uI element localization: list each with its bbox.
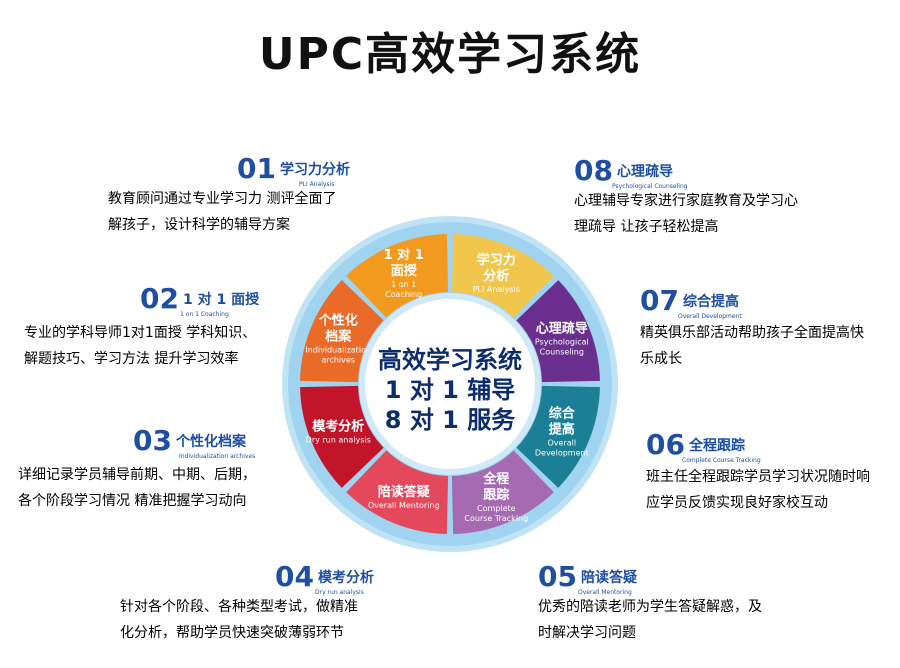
annotation-07-desc: 精英俱乐部活动帮助孩子全面提高快 乐成长: [640, 320, 864, 372]
desc-line: 解孩子，设计科学的辅导方案: [108, 217, 290, 233]
desc-line: 时解决学习问题: [538, 625, 636, 641]
wheel-segment-label: 1 对 1: [384, 247, 424, 263]
wheel-segment-06: [451, 450, 554, 534]
wheel-segment-01: [451, 234, 554, 318]
center-circle: [359, 293, 541, 475]
wheel-segment-label: Psychological: [535, 338, 589, 347]
annotation-number: 06: [646, 428, 685, 461]
wheel-segment-label: 面授: [391, 263, 418, 279]
wheel-segment-label: Coaching: [385, 290, 422, 299]
desc-line: 专业的学科导师1对1面授 学科知识、: [24, 325, 257, 341]
annotation-06-desc: 班主任全程跟踪学员学习状况随时响 应学员反馈实现良好家校互动: [646, 464, 870, 516]
wheel-segment-08: [516, 280, 600, 383]
wheel-segment-label: 全程: [482, 471, 509, 487]
annotation-subtitle: Dry run analysis: [315, 589, 364, 596]
annotation-02-desc: 专业的学科导师1对1面授 学科知识、 解题技巧、学习方法 提升学习效率: [24, 320, 256, 372]
annotation-subtitle: 1 on 1 Coaching: [180, 311, 229, 318]
desc-line: 精英俱乐部活动帮助孩子全面提高快: [640, 325, 864, 341]
wheel-segment-label: 模考分析: [312, 418, 364, 434]
desc-line: 理疏导 让孩子轻松提高: [574, 219, 719, 235]
annotation-title: 心理疏导: [616, 163, 673, 180]
annotation-number: 08: [574, 154, 613, 187]
annotation-05-desc: 优秀的陪读老师为学生答疑解惑，及 时解决学习问题: [538, 594, 762, 646]
wheel-segment-05: [346, 450, 449, 534]
wheel-segment-label: 分析: [483, 268, 509, 284]
wheel-segment-label: Individualization: [305, 346, 371, 355]
center-line-2: 1 对 1 辅导: [385, 376, 515, 404]
annotation-subtitle: Psychological Counseling: [612, 183, 688, 190]
wheel-segment-label: Development: [535, 448, 589, 457]
desc-line: 详细记录学员辅导前期、中期、后期，: [18, 467, 256, 483]
desc-line: 化分析，帮助学员快速突破薄弱环节: [120, 625, 344, 641]
wheel-segment-label: PLI Analysis: [473, 285, 520, 294]
wheel-segment-label: Overall: [547, 438, 576, 447]
wheel-segment-label: 综合: [549, 405, 576, 421]
annotation-title: 1 对 1 面授: [182, 291, 260, 308]
desc-line: 针对各个阶段、各种类型考试，做精准: [120, 599, 358, 615]
desc-line: 各个阶段学习情况 精准把握学习动向: [18, 493, 247, 509]
wheel-segment-label: 提高: [549, 421, 575, 437]
annotation-subtitle: Complete Course Tracking: [682, 457, 761, 464]
wheel-segment-label: 陪读答疑: [378, 484, 430, 500]
center-line-1: 高效学习系统: [378, 346, 522, 374]
annotation-04-desc: 针对各个阶段、各种类型考试，做精准 化分析，帮助学员快速突破薄弱环节: [120, 594, 358, 646]
wheel-segment-label: 1 on 1: [391, 280, 416, 289]
annotation-title: 个性化档案: [175, 433, 246, 450]
wheel-segment-label: Complete: [477, 504, 516, 513]
desc-line: 心理辅导专家进行家庭教育及学习心: [574, 193, 798, 209]
annotation-subtitle: Overall Development: [678, 313, 742, 320]
center-line-3: 8 对 1 服务: [385, 406, 516, 434]
wheel-segment-label: Course Tracking: [464, 514, 528, 523]
annotation-title: 陪读答疑: [580, 569, 637, 586]
desc-line: 应学员反馈实现良好家校互动: [646, 495, 828, 511]
wheel-segment-04: [300, 385, 384, 488]
annotation-number: 04: [275, 560, 314, 593]
desc-line: 教育顾问通过专业学习力 测评全面了: [108, 191, 337, 207]
wheel-segment-label: 心理疏导: [536, 321, 588, 337]
annotation-number: 07: [640, 284, 679, 317]
annotation-title: 模考分析: [317, 569, 374, 586]
annotation-title: 综合提高: [682, 293, 739, 310]
annotation-number: 01: [237, 152, 276, 185]
wheel-segment-label: 学习力: [477, 252, 516, 268]
annotation-number: 05: [538, 560, 577, 593]
annotation-subtitle: Individualization archives: [179, 453, 256, 460]
wheel-segment-03: [300, 280, 384, 383]
annotation-subtitle: PLI Analysis: [299, 181, 335, 188]
wheel-segment-02: [346, 234, 449, 318]
wheel-segment-label: Dry run analysis: [306, 435, 371, 444]
annotation-08-desc: 心理辅导专家进行家庭教育及学习心 理疏导 让孩子轻松提高: [574, 188, 798, 240]
annotation-title: 全程跟踪: [688, 437, 745, 454]
annotation-number: 02: [140, 282, 179, 315]
annotation-01-desc: 教育顾问通过专业学习力 测评全面了 解孩子，设计科学的辅导方案: [108, 186, 336, 238]
wheel-segment-label: 个性化: [318, 313, 358, 329]
annotation-title: 学习力分析: [279, 161, 350, 178]
desc-line: 乐成长: [640, 351, 682, 367]
wheel-segment-label: 跟踪: [483, 487, 509, 503]
desc-line: 解题技巧、学习方法 提升学习效率: [24, 351, 239, 367]
annotation-number: 03: [133, 424, 172, 457]
wheel-segment-label: archives: [321, 356, 355, 365]
wheel-segment-label: Counseling: [540, 348, 584, 357]
wheel-segment-label: Overall Mentoring: [368, 501, 440, 510]
desc-line: 优秀的陪读老师为学生答疑解惑，及: [538, 599, 762, 615]
annotation-03-desc: 详细记录学员辅导前期、中期、后期， 各个阶段学习情况 精准把握学习动向: [18, 462, 256, 514]
wheel-segment-label: 档案: [325, 329, 352, 345]
wheel-segment-07: [516, 385, 600, 488]
annotation-subtitle: Overall Mentoring: [578, 589, 632, 596]
desc-line: 班主任全程跟踪学员学习状况随时响: [646, 469, 870, 485]
page-title: UPC高效学习系统: [258, 29, 642, 80]
